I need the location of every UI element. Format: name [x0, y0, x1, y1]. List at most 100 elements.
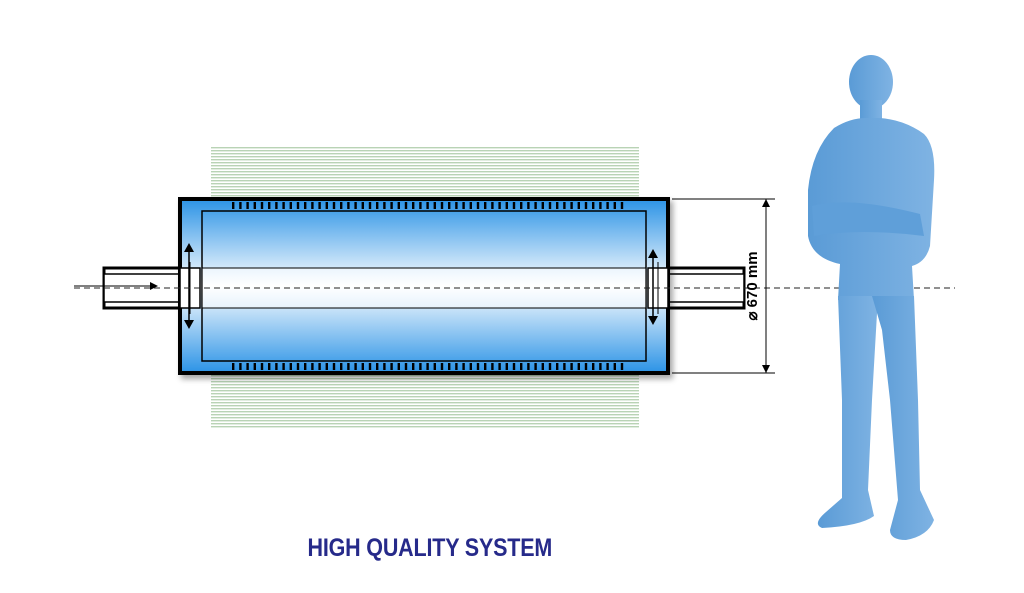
slot: [563, 202, 566, 209]
right-shaft: [662, 266, 746, 310]
slot: [570, 363, 573, 370]
slot: [448, 363, 451, 370]
slot: [311, 363, 314, 370]
slot: [296, 202, 300, 209]
slot: [606, 202, 609, 209]
slot: [304, 202, 307, 209]
slot: [260, 202, 264, 209]
top-slot-row: [232, 202, 624, 209]
slot: [289, 202, 292, 209]
slot: [347, 202, 350, 209]
slot: [520, 202, 523, 209]
slot: [246, 363, 249, 370]
slot: [289, 363, 292, 370]
double-arrow-icon: [184, 243, 194, 329]
slot: [253, 202, 256, 209]
slot: [556, 363, 559, 370]
slot: [275, 363, 278, 370]
slot: [491, 202, 494, 209]
slot: [361, 363, 364, 370]
double-arrow-icon: [648, 249, 658, 325]
slot: [361, 202, 364, 209]
slot: [412, 363, 415, 370]
slot: [541, 202, 544, 209]
slot: [455, 363, 458, 370]
slot: [376, 202, 379, 209]
slot: [541, 363, 544, 370]
slot: [282, 363, 285, 370]
slot: [304, 363, 307, 370]
slot: [354, 363, 357, 370]
slot: [476, 202, 480, 209]
slot: [448, 202, 451, 209]
slot: [390, 202, 393, 209]
slot: [491, 363, 494, 370]
slot: [419, 202, 422, 209]
slot: [534, 202, 537, 209]
slot: [577, 363, 580, 370]
slot: [620, 363, 624, 370]
slot: [505, 363, 508, 370]
slot: [498, 202, 501, 209]
slot: [426, 202, 429, 209]
slot: [325, 202, 328, 209]
slot: [548, 363, 552, 370]
slot: [527, 202, 530, 209]
slot: [332, 363, 336, 370]
slot: [534, 363, 537, 370]
slot: [340, 202, 343, 209]
slot: [268, 202, 271, 209]
slot: [318, 202, 321, 209]
slot: [426, 363, 429, 370]
slot: [599, 363, 602, 370]
slot: [498, 363, 501, 370]
slot: [404, 363, 408, 370]
slot: [433, 363, 436, 370]
slot: [311, 202, 314, 209]
slot: [476, 363, 480, 370]
slot: [556, 202, 559, 209]
diameter-label: ⌀ 670 mm: [744, 251, 761, 320]
slot: [332, 202, 336, 209]
slot: [484, 363, 487, 370]
slot: [325, 363, 328, 370]
slot: [383, 202, 386, 209]
slot: [548, 202, 552, 209]
slot: [512, 202, 516, 209]
slot: [469, 202, 472, 209]
slot: [397, 363, 400, 370]
slot: [239, 202, 242, 209]
slot: [520, 363, 523, 370]
slot: [404, 202, 408, 209]
slot: [613, 202, 616, 209]
slot: [563, 363, 566, 370]
person-silhouette-icon: [808, 55, 935, 540]
slot: [390, 363, 393, 370]
slot: [376, 363, 379, 370]
slot: [246, 202, 249, 209]
slot: [282, 202, 285, 209]
slot: [455, 202, 458, 209]
slot: [232, 202, 235, 209]
bottom-slot-row: [232, 363, 624, 370]
slot: [462, 363, 465, 370]
slot: [469, 363, 472, 370]
slot: [462, 202, 465, 209]
slot: [606, 363, 609, 370]
slot: [368, 202, 372, 209]
diameter-dimension: ⌀ 670 mm: [672, 198, 775, 374]
slot: [577, 202, 580, 209]
slot: [318, 363, 321, 370]
slot: [484, 202, 487, 209]
slot: [397, 202, 400, 209]
slot: [527, 363, 530, 370]
slot: [584, 202, 588, 209]
slot: [412, 202, 415, 209]
slot: [340, 363, 343, 370]
slot: [232, 363, 235, 370]
slot: [419, 363, 422, 370]
slot: [433, 202, 436, 209]
slot: [260, 363, 264, 370]
slot: [440, 202, 444, 209]
